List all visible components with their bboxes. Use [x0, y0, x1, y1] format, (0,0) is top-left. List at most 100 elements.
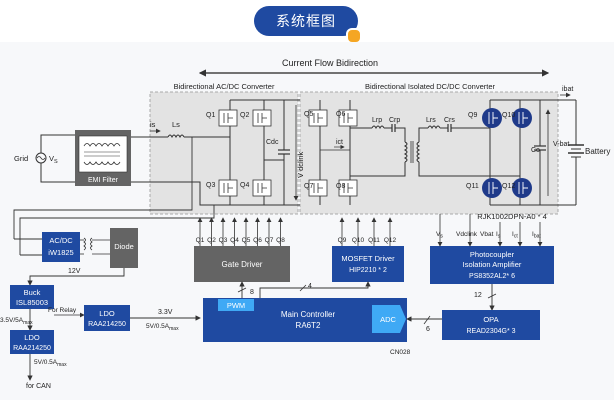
ldo-2-part-label: RAA214250	[88, 321, 126, 328]
bus-8-label: 8	[250, 289, 254, 296]
q4-switch	[252, 179, 272, 197]
vbat-label: V-bat	[553, 141, 569, 148]
opa-part-label: READ2304G* 3	[466, 328, 515, 335]
q6-switch	[338, 109, 358, 127]
v35-label: 3.5V/5Amax	[0, 317, 33, 326]
q7-switch	[308, 179, 328, 197]
main-controller-label: Main Controller	[281, 310, 336, 319]
sense-label-4: Ict	[512, 231, 518, 240]
ls-label: Ls	[172, 120, 180, 129]
crs-label: Crs	[444, 117, 455, 124]
sense-label-5: Ibat	[532, 231, 541, 240]
cdc-label: Cdc	[266, 139, 279, 146]
ldo-2-output-label: 5V/0.5Amax	[146, 323, 179, 332]
isolation-amplifier-label: Isolation Amplifier	[463, 260, 522, 269]
acdc-part-label: iW1825	[48, 248, 73, 257]
q7-label: Q7	[304, 183, 313, 190]
lrp-inductor-icon	[371, 125, 385, 130]
lrs-label: Lrs	[426, 117, 436, 124]
adc-label: ADC	[380, 315, 396, 324]
diode-label: Diode	[114, 242, 134, 251]
diagram-title: 系统框图	[276, 14, 336, 30]
gate-driver-pin-label-3: Q4	[230, 237, 239, 244]
12v-label: 12V	[68, 268, 81, 275]
pwm-label: PWM	[227, 301, 245, 310]
q6-label: Q6	[336, 111, 345, 118]
gate-driver-label: Gate Driver	[222, 260, 263, 269]
transformer-icon	[403, 141, 408, 163]
lrs-inductor-icon	[427, 125, 441, 130]
mosfet-driver-label: MOSFET Driver	[341, 254, 395, 263]
sense-label-3: Is	[496, 231, 501, 240]
opa-block	[442, 310, 540, 340]
opa-label: OPA	[483, 315, 498, 324]
current-flow-label: Current Flow Bidirection	[282, 58, 378, 68]
battery-label: Battery	[585, 147, 610, 156]
ldo-1-output-label: 5V/0.5Amax	[34, 359, 67, 368]
dc-dc-label: Bidirectional Isolated DC/DC Converter	[365, 82, 496, 91]
aux-transformer-icon	[83, 237, 86, 251]
diagram-title-tab: 系统框图	[254, 6, 358, 36]
q9-switch	[482, 108, 502, 128]
buck-block	[10, 285, 54, 309]
photocoupler-label: Photocoupler	[470, 250, 515, 259]
for-relay-label: For Relay	[48, 307, 77, 314]
photocoupler-part-label: PS8352AL2* 6	[469, 273, 515, 280]
pwm-block	[218, 299, 254, 311]
acdc-label: AC/DC	[49, 236, 73, 245]
ldo-block-2	[84, 305, 130, 331]
ls-inductor-icon	[167, 134, 185, 139]
q10-switch	[512, 108, 532, 128]
q1-switch	[218, 109, 238, 127]
ldo-block-1	[10, 330, 54, 354]
q3-switch	[218, 179, 238, 197]
buck-part-label: ISL85003	[16, 298, 48, 307]
q8-label: Q8	[336, 183, 345, 190]
mosfet-part-label: HIP2210 * 2	[349, 267, 387, 274]
emi-coil-icon	[83, 143, 121, 147]
mosfet-driver-pin-label-2: Q11	[368, 237, 380, 244]
mosfet-driver-pin-label-3: Q12	[384, 237, 397, 244]
co-label: Co	[531, 147, 540, 154]
q12-switch	[512, 178, 532, 198]
is-label: is	[150, 120, 156, 129]
q4-label: Q4	[240, 182, 249, 189]
ldo-2-label: LDO	[99, 309, 115, 318]
gate-driver-pin-label-2: Q3	[219, 237, 228, 244]
acdc-block	[42, 232, 80, 262]
gate-driver-pin-label-4: Q5	[242, 237, 251, 244]
bus-6-label: 6	[426, 326, 430, 333]
emi-filter-label: EMI Filter	[88, 177, 119, 184]
vdclink-label: V dclink	[296, 151, 305, 178]
q9-label: Q9	[468, 112, 477, 119]
rjk-part-label: RJK1002DPN-A0 * 4	[477, 212, 547, 221]
for-can-label: for CAN	[26, 383, 51, 390]
sense-label-2: Vbat	[480, 231, 494, 238]
mosfet-driver-pin-label-0: Q9	[338, 237, 347, 244]
buck-label: Buck	[24, 288, 41, 297]
gate-driver-block	[194, 246, 290, 282]
crp-label: Crp	[389, 117, 400, 124]
gate-driver-pin-label-1: Q2	[207, 237, 216, 244]
bus-12-label: 12	[474, 292, 482, 299]
q12-label: Q12	[502, 183, 515, 190]
q11-label: Q11	[466, 183, 479, 190]
ldo-1-label: LDO	[24, 333, 40, 342]
q8-switch	[338, 179, 358, 197]
grid-label: Grid	[14, 154, 28, 163]
q10-label: Q10	[502, 112, 515, 119]
diode-block	[110, 228, 138, 268]
q5-label: Q5	[304, 111, 313, 118]
q3-label: Q3	[206, 182, 215, 189]
q11-switch	[482, 178, 502, 198]
3v3-label: 3.3V	[158, 309, 173, 316]
gate-driver-pin-label-6: Q7	[265, 237, 274, 244]
mosfet-driver-block	[332, 246, 404, 282]
mosfet-driver-pin-label-1: Q10	[352, 237, 365, 244]
ldo-1-part-label: RAA214250	[13, 345, 51, 352]
gate-driver-pin-label-7: Q8	[276, 237, 285, 244]
lrp-label: Lrp	[372, 117, 382, 124]
gate-driver-pin-label-0: Q1	[196, 237, 205, 244]
